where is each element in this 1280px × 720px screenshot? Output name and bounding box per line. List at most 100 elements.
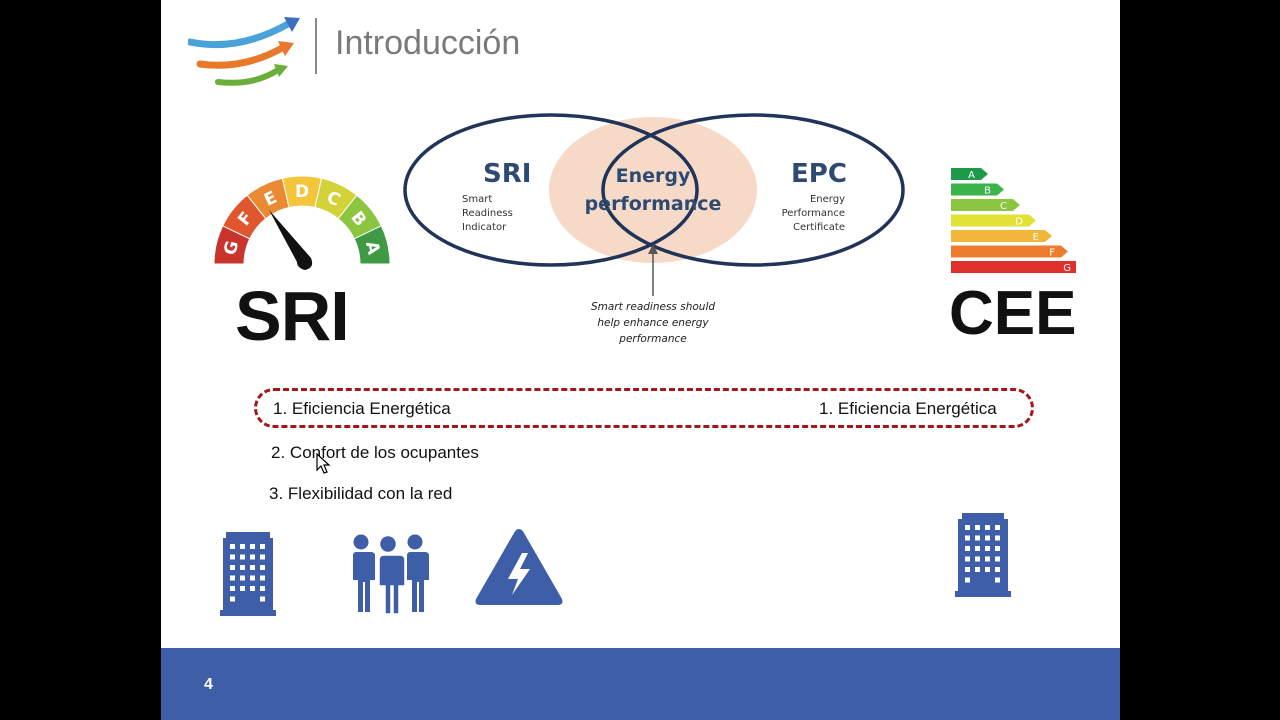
energy-bar: [951, 214, 1036, 227]
venn-diagram: SRI Smart Readiness Indicator Energy per…: [403, 113, 905, 345]
building-window: [995, 535, 1000, 541]
venn-caption-3: performance: [618, 333, 686, 345]
building-window: [230, 544, 235, 549]
venn-caption-1: Smart readiness should: [591, 301, 715, 313]
venn-center-fill: [549, 117, 757, 263]
building-window: [250, 554, 255, 560]
cee-item-1-num: 1.: [819, 399, 834, 418]
energy-grade: C: [1000, 201, 1007, 212]
sri-item-2: 2. Confort de los ocupantes: [271, 443, 479, 463]
cee-item-1: 1. Eficiencia Energética: [819, 399, 997, 419]
building-window: [995, 546, 1000, 551]
building-window: [995, 525, 1000, 530]
building-window: [985, 556, 990, 562]
building-window: [250, 586, 255, 591]
sri-item-2-num: 2.: [271, 443, 286, 462]
energy-grade: E: [1033, 232, 1039, 243]
building-window: [985, 535, 990, 541]
building-window: [965, 567, 970, 572]
building-window: [985, 546, 990, 551]
energy-grade: D: [1015, 217, 1023, 228]
building-window: [260, 565, 265, 570]
building-window: [985, 567, 990, 572]
building-window: [975, 535, 980, 541]
sri-label: SRI: [235, 277, 350, 355]
venn-left-sub-2: Readiness: [462, 208, 513, 219]
building-window: [230, 575, 235, 581]
venn-left-sub-3: Indicator: [462, 222, 507, 233]
sri-item-1: 1. Eficiencia Energética: [273, 399, 451, 419]
people-icon: [351, 534, 429, 614]
gauge-grade: A: [361, 239, 384, 257]
gauge-grade: G: [221, 239, 244, 257]
cee-label: CEE: [949, 279, 1077, 348]
energy-grade: A: [968, 170, 975, 181]
building-icon: [220, 532, 276, 616]
energy-bar: [951, 168, 988, 180]
building-window: [230, 565, 235, 570]
building-window: [965, 535, 970, 541]
energy-bar: [951, 183, 1004, 196]
sri-item-3: 3. Flexibilidad con la red: [269, 484, 452, 504]
building-window: [975, 556, 980, 562]
building-window: [240, 554, 245, 560]
building-window: [230, 586, 235, 591]
venn-right-circle: [601, 113, 905, 267]
building-window: [985, 525, 990, 530]
arrows-logo-icon: [188, 17, 300, 86]
building-window: [260, 575, 265, 581]
title-divider: [315, 18, 317, 74]
sri-item-2-text: Confort de los ocupantes: [289, 443, 479, 462]
energy-bar: [951, 261, 1076, 273]
building-window: [250, 544, 255, 549]
venn-left-sub-1: Smart: [462, 194, 492, 205]
cee-item-1-text: Eficiencia Energética: [837, 399, 997, 418]
venn-caption-2: help enhance energy: [597, 317, 709, 329]
energy-grade: G: [1063, 263, 1071, 274]
energy-bar: [951, 245, 1068, 258]
building-window: [995, 567, 1000, 572]
building-window: [230, 554, 235, 560]
highlight-box: [254, 388, 1034, 428]
energy-grade: F: [1049, 248, 1055, 259]
energy-bar: [951, 230, 1052, 242]
venn-center-line-1: Energy: [616, 165, 691, 187]
building-icon: [955, 513, 1011, 597]
venn-left-title: SRI: [483, 159, 531, 189]
energy-grade: B: [984, 186, 991, 197]
gauge-needle: [269, 210, 313, 270]
footer-bar: 4: [161, 648, 1120, 720]
building-window: [240, 575, 245, 581]
venn-right-sub-2: Performance: [782, 208, 845, 219]
building-window: [975, 546, 980, 551]
venn-left-circle: [403, 113, 699, 267]
building-window: [975, 567, 980, 572]
building-window: [230, 596, 235, 602]
building-window: [250, 565, 255, 570]
sri-item-3-text: Flexibilidad con la red: [287, 484, 453, 503]
building-window: [995, 577, 1000, 583]
building-window: [240, 544, 245, 549]
gauge-segment: [353, 225, 391, 265]
venn-right-sub-3: Certificate: [793, 222, 845, 233]
page-number: 4: [204, 676, 213, 693]
building-window: [965, 577, 970, 583]
slide-title: Introducción: [335, 24, 521, 62]
electric-hazard-icon: [475, 529, 563, 605]
building-window: [965, 546, 970, 551]
venn-center-line-2: performance: [585, 193, 722, 215]
building-window: [240, 565, 245, 570]
building-window: [250, 575, 255, 581]
building-window: [260, 586, 265, 591]
building-window: [260, 596, 265, 602]
venn-pointer-arrow: [648, 244, 658, 254]
venn-right-sub-1: Energy: [810, 194, 845, 205]
venn-right-title: EPC: [791, 159, 847, 189]
building-window: [965, 525, 970, 530]
sri-item-3-num: 3.: [269, 484, 284, 503]
building-window: [260, 554, 265, 560]
energy-bar: [951, 199, 1020, 211]
building-window: [260, 544, 265, 549]
